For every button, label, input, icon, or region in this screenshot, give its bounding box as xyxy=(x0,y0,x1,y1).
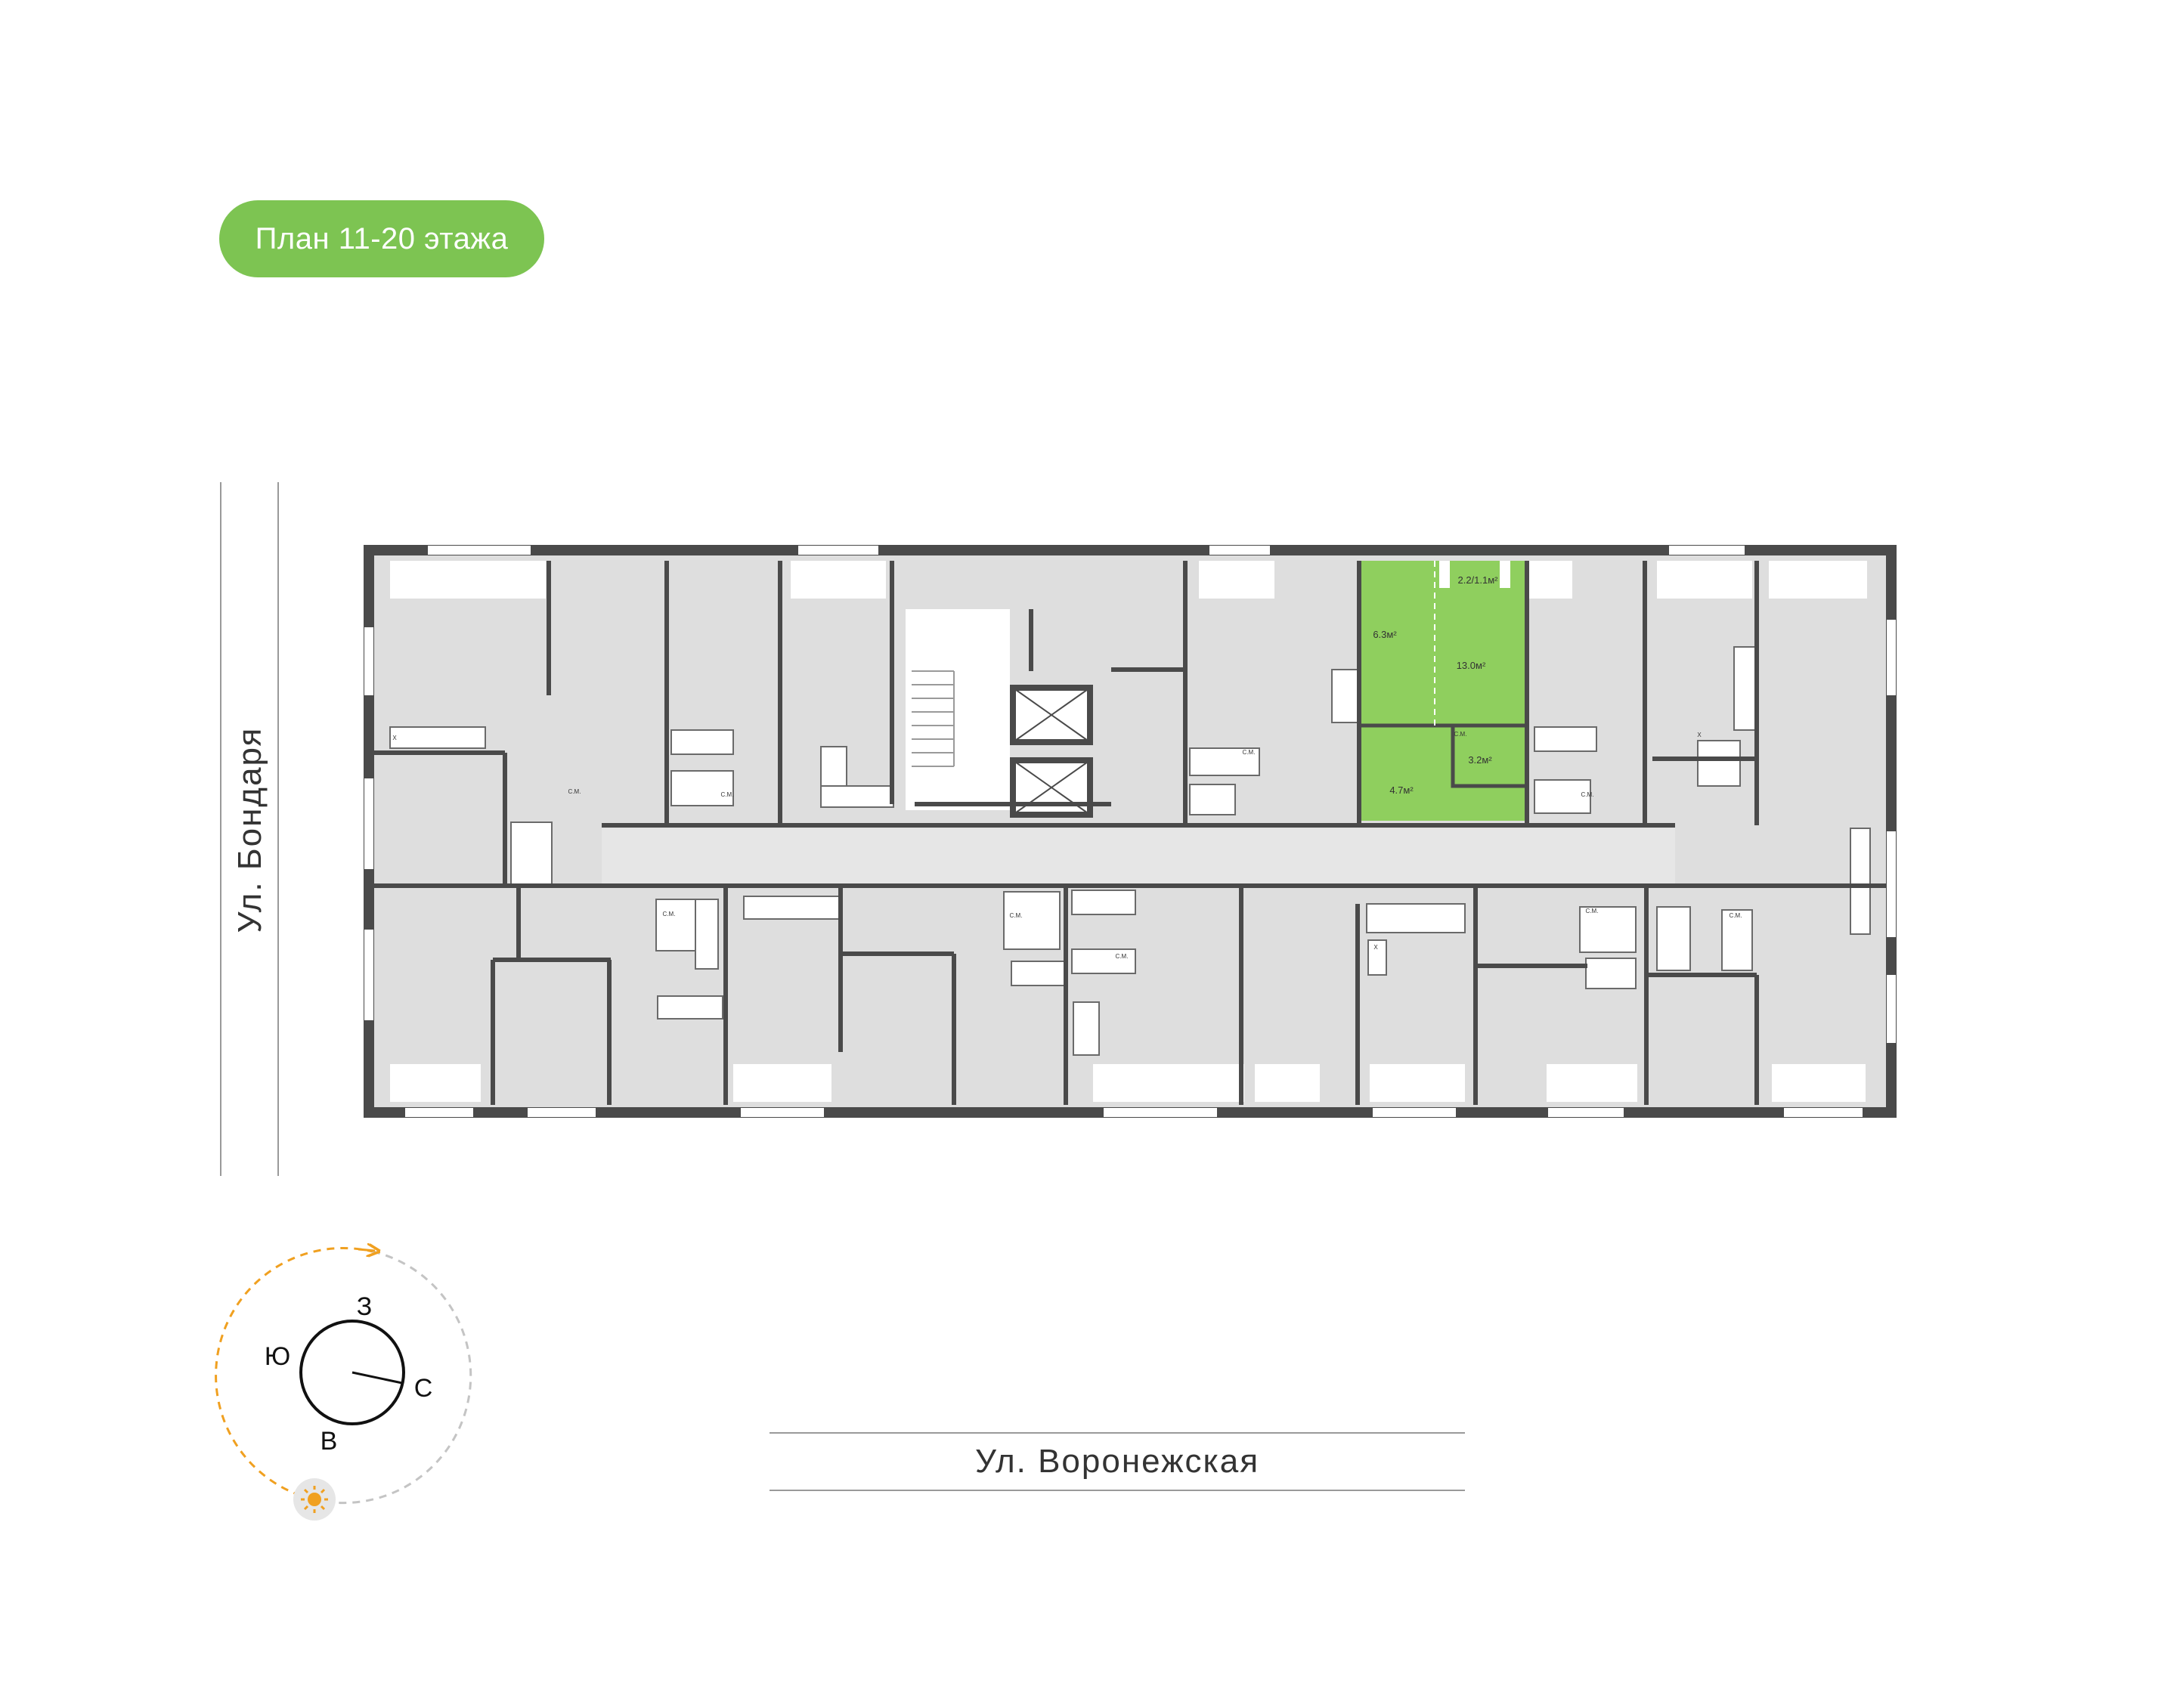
street-voronezhskaya: Ул. Воронежская xyxy=(770,1432,1465,1491)
area-bathroom: 3.2м² xyxy=(1468,754,1492,766)
fixture-label-washer: С.М. xyxy=(1581,791,1594,798)
area-balcony: 2.2/1.1м² xyxy=(1457,574,1498,586)
sun-icon xyxy=(293,1478,336,1521)
area-living-room: 13.0м² xyxy=(1457,660,1486,671)
floor-plan-title-badge: План 11-20 этажа xyxy=(219,200,544,277)
street-label-south: Ул. Воронежская xyxy=(975,1443,1259,1480)
highlighted-apartment: 2.2/1.1м² 6.3м² 13.0м² 3.2м² 4.7м² xyxy=(1359,561,1529,821)
fixture-label-washer: С.М. xyxy=(568,788,581,795)
stair-core xyxy=(906,609,1093,818)
area-kitchen: 6.3м² xyxy=(1373,629,1397,640)
compass-icon: З Ю С В xyxy=(214,1248,472,1521)
fixture-label-washer: С.М. xyxy=(1586,908,1599,914)
fixture-label-fridge: Х xyxy=(392,735,397,741)
fixture-label-washer: С.М. xyxy=(1010,912,1023,919)
compass-label-n: С xyxy=(414,1374,433,1403)
fixture-label-washer: С.М. xyxy=(663,911,676,917)
street-label-west: Ул. Бондаря xyxy=(231,727,268,933)
street-bondarya: Ул. Бондаря xyxy=(220,482,279,1176)
area-hallway: 4.7м² xyxy=(1389,784,1414,796)
compass-label-s: Ю xyxy=(265,1342,290,1371)
fixture-label-fridge: Х xyxy=(1373,944,1378,951)
fixture-label-washer: С.М. xyxy=(1730,912,1742,919)
compass-label-e: В xyxy=(321,1427,338,1456)
fixture-label-washer: С.М. xyxy=(721,791,734,798)
compass-label-w: З xyxy=(357,1292,373,1321)
building-floor-plan: 2.2/1.1м² 6.3м² 13.0м² 3.2м² 4.7м² xyxy=(364,545,1897,1118)
fixture-label-fridge: Х xyxy=(1697,732,1702,738)
fixture-label-washer: С.М. xyxy=(1243,749,1256,756)
fixture-label-washer: С.М. xyxy=(1116,953,1129,960)
fixture-label-washer: С.М. xyxy=(1454,731,1467,738)
